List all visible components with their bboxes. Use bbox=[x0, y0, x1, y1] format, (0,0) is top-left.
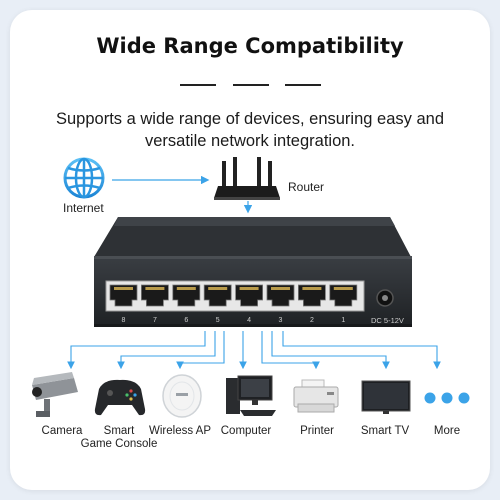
camera-icon bbox=[32, 372, 78, 417]
port-number: 7 bbox=[153, 317, 157, 324]
ethernet-port bbox=[266, 284, 295, 307]
device-label-more: More bbox=[433, 425, 461, 437]
ethernet-port-group: 8 7 6 5 4 3 2 1 bbox=[109, 284, 358, 324]
power-label: DC 5-12V bbox=[371, 316, 404, 325]
ethernet-port bbox=[298, 284, 326, 307]
port-pins bbox=[239, 287, 259, 290]
tv-icon bbox=[361, 380, 411, 414]
game-controller-icon bbox=[94, 379, 146, 416]
subtitle-line: versatile network integration. bbox=[144, 132, 356, 150]
ethernet-port bbox=[141, 284, 169, 307]
computer-icon bbox=[226, 375, 276, 416]
title-divider bbox=[285, 84, 321, 86]
title-divider bbox=[233, 84, 269, 86]
ethernet-port bbox=[329, 284, 358, 307]
router-label: Router bbox=[288, 180, 325, 194]
ethernet-port bbox=[172, 284, 201, 307]
device-label-computer: Computer bbox=[220, 425, 272, 437]
port-pins bbox=[145, 287, 165, 290]
device-label-game-console: Smart Game Console bbox=[74, 425, 164, 451]
port-pins bbox=[208, 287, 228, 290]
port-number: 5 bbox=[216, 317, 220, 324]
port-number: 8 bbox=[122, 317, 126, 324]
device-label-line: Game Console bbox=[80, 438, 158, 450]
ethernet-port bbox=[203, 284, 232, 307]
port-number: 6 bbox=[184, 317, 188, 324]
port-number: 4 bbox=[247, 317, 251, 324]
port-pins bbox=[114, 287, 133, 290]
subtitle-line: Supports a wide range of devices, ensuri… bbox=[56, 110, 444, 128]
internet-label: Internet bbox=[63, 201, 104, 215]
port-number: 3 bbox=[279, 317, 283, 324]
title-divider bbox=[180, 84, 216, 86]
device-label-wireless-ap: Wireless AP bbox=[149, 425, 211, 437]
device-label-printer: Printer bbox=[300, 425, 334, 437]
port-pins bbox=[302, 287, 322, 290]
ethernet-port bbox=[235, 284, 263, 307]
port-number: 2 bbox=[310, 317, 314, 324]
network-switch: 8 7 6 5 4 3 2 1 bbox=[94, 217, 412, 327]
more-dots-icon bbox=[424, 392, 470, 404]
device-label-line: Smart bbox=[103, 425, 135, 437]
distribution-lines bbox=[67, 331, 441, 370]
page-title: Wide Range Compatibility bbox=[96, 34, 404, 58]
ethernet-port bbox=[109, 284, 138, 307]
wireless-ap-icon bbox=[162, 374, 202, 418]
router-icon bbox=[214, 157, 280, 200]
port-pins bbox=[271, 287, 290, 290]
device-label-camera: Camera bbox=[41, 425, 83, 437]
port-number: 1 bbox=[341, 317, 345, 324]
device-label-smart-tv: Smart TV bbox=[360, 425, 410, 437]
printer-icon bbox=[293, 379, 339, 413]
subtitle: Supports a wide range of devices, ensuri… bbox=[40, 108, 460, 152]
port-pins bbox=[333, 287, 353, 290]
port-pins bbox=[176, 287, 196, 290]
globe-icon bbox=[63, 157, 105, 199]
